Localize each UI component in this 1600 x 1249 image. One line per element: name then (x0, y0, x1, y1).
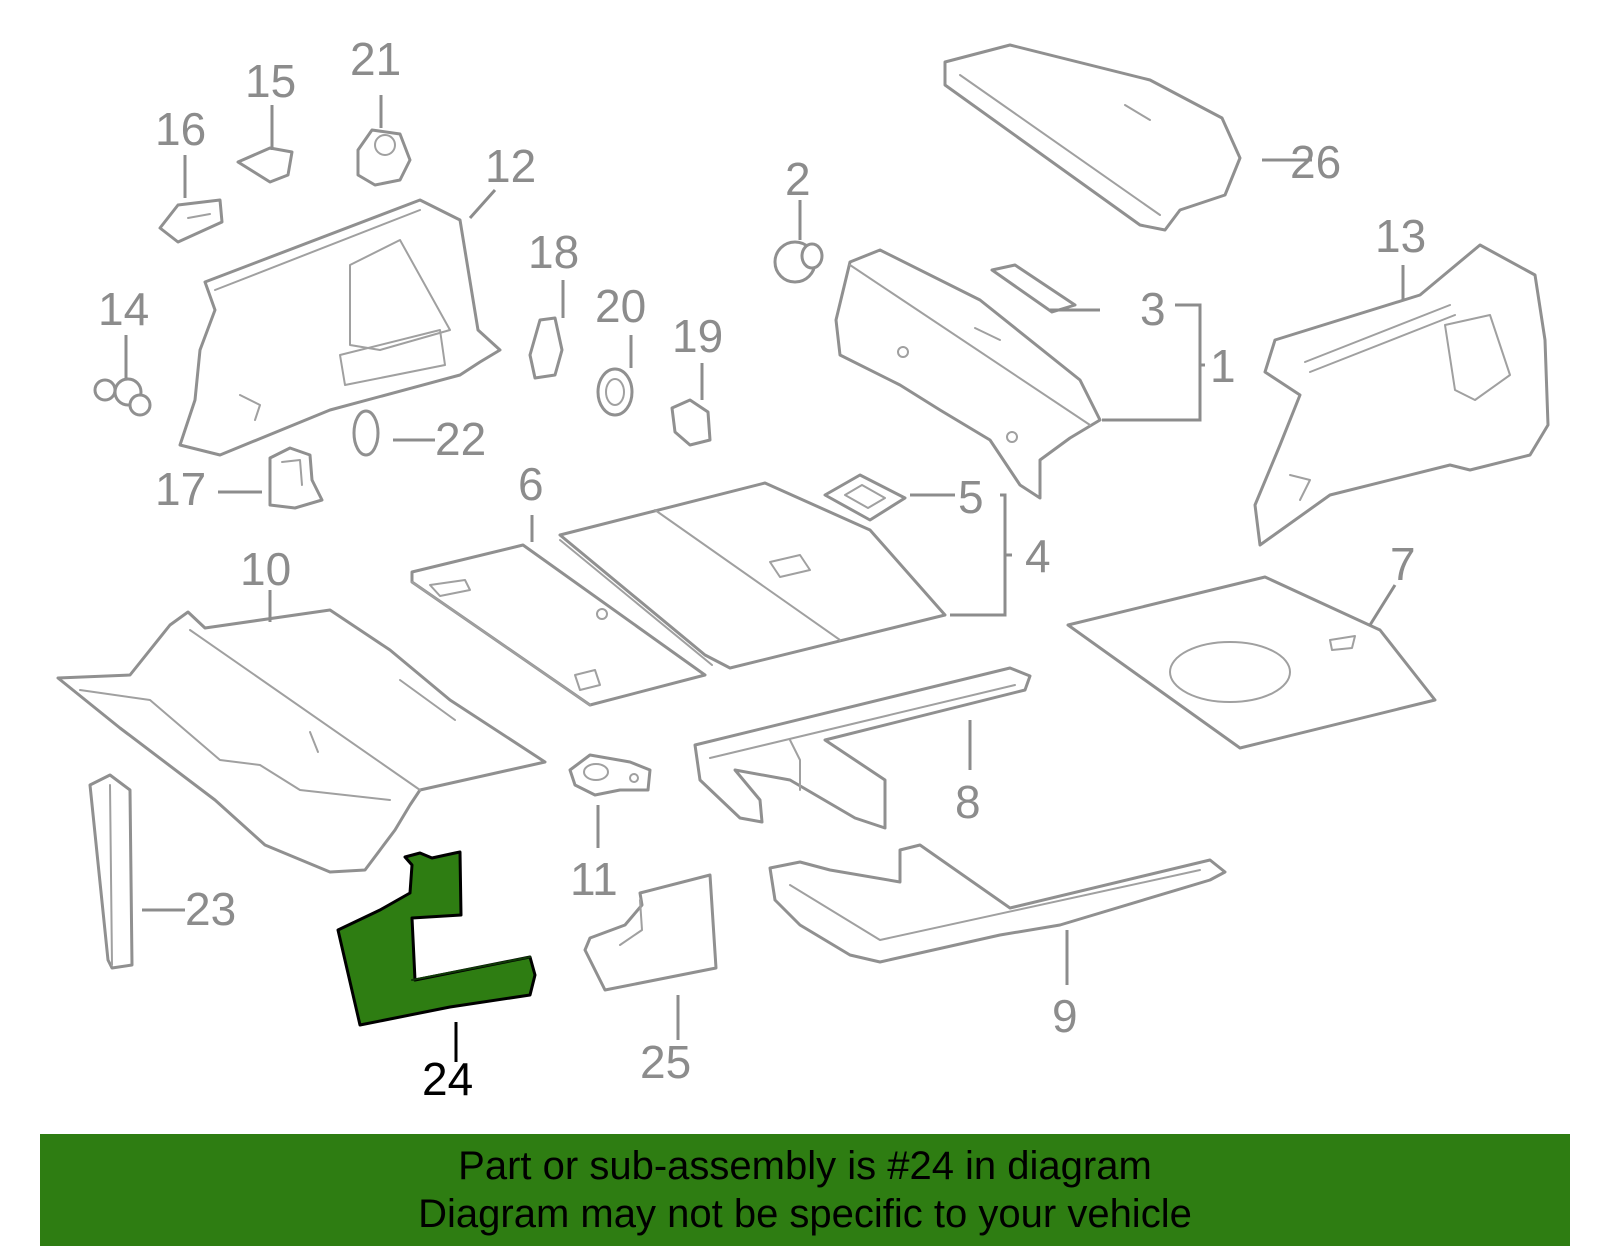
part-22-cover (352, 409, 380, 457)
callout-16: 16 (155, 103, 206, 155)
callout-17: 17 (155, 463, 206, 515)
callout-20: 20 (595, 280, 646, 332)
part-5-cover (823, 473, 907, 522)
caption-line-2: Diagram may not be specific to your vehi… (418, 1192, 1192, 1236)
part-14-clip (93, 377, 152, 417)
callout-24: 24 (422, 1053, 473, 1105)
callout-leaders (124, 95, 1405, 1062)
callout-21: 21 (350, 33, 401, 85)
part-17-bracket (268, 446, 324, 510)
part-7-spare-cover (1066, 575, 1437, 750)
callout-2: 2 (785, 153, 811, 205)
caption-banner: Part or sub-assembly is #24 in diagram D… (40, 1134, 1570, 1246)
part-2-plug (773, 240, 824, 284)
part-26-cargo-cover (943, 43, 1242, 232)
part-3-pad (990, 263, 1077, 314)
part-15-clip (236, 146, 294, 184)
caption-line-1: Part or sub-assembly is #24 in diagram (458, 1144, 1152, 1188)
callout-6: 6 (518, 458, 544, 510)
callout-10: 10 (240, 543, 291, 595)
part-16-clip (158, 198, 224, 244)
callout-1: 1 (1210, 340, 1236, 392)
callout-18: 18 (528, 226, 579, 278)
callout-19: 19 (672, 310, 723, 362)
callout-13: 13 (1375, 210, 1426, 262)
part-11-bracket (568, 753, 652, 797)
callout-3: 3 (1140, 283, 1166, 335)
callout-22: 22 (435, 413, 486, 465)
part-12-left-quarter-trim (178, 198, 502, 457)
part-8-cross-member (693, 666, 1032, 830)
part-6-floor-panel (410, 543, 707, 707)
callout-4: 4 (1025, 530, 1051, 582)
part-25-trim-panel (583, 873, 718, 992)
callout-14: 14 (98, 283, 149, 335)
part-10-trunk-mat (56, 608, 547, 874)
part-18-clip (528, 316, 564, 380)
part-20-grommet (596, 367, 634, 417)
callout-7: 7 (1390, 538, 1416, 590)
part-4-load-floor (558, 481, 947, 670)
callout-11: 11 (570, 853, 618, 905)
callout-25: 25 (640, 1036, 691, 1088)
callout-23: 23 (185, 883, 236, 935)
callout-15: 15 (245, 55, 296, 107)
callout-labels: 1 2 3 4 5 6 7 8 9 10 11 12 13 14 15 16 1… (98, 33, 1426, 1105)
part-21-clip (356, 128, 412, 187)
part-24-highlighted (336, 850, 537, 1027)
callout-12: 12 (485, 140, 536, 192)
callout-8: 8 (955, 776, 981, 828)
part-19-fastener (670, 398, 712, 447)
callout-9: 9 (1052, 990, 1078, 1042)
part-23-trim-strip (88, 773, 134, 970)
callout-5: 5 (958, 471, 984, 523)
callout-26: 26 (1290, 136, 1341, 188)
part-13-right-quarter-trim (1253, 243, 1550, 547)
part-9-lower-rail (768, 843, 1227, 964)
part-1-rear-panel (834, 248, 1102, 500)
